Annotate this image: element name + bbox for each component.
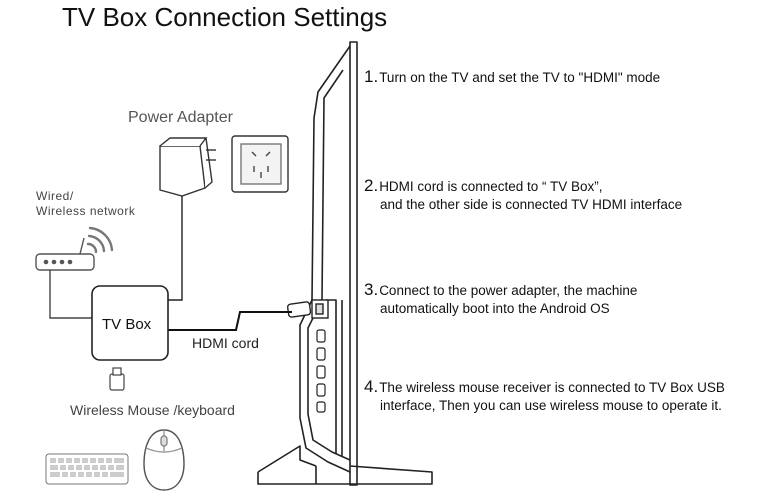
router-device [35,237,95,271]
wired-network-label: Wired/ Wireless network [36,189,135,219]
power-adapter-label: Power Adapter [128,109,233,126]
step-1-number: 1. [364,67,379,86]
step-3-number: 3. [364,280,379,299]
step-3-line1: Connect to the power adapter, the machin… [379,283,638,298]
step-4-line2: interface, Then you can use wireless mou… [380,398,722,413]
step-2: 2.HDMI cord is connected to “ TV Box”, a… [364,177,682,214]
hdmi-cord-label: HDMI cord [192,335,259,351]
step-1: 1.Turn on the TV and set the TV to "HDMI… [364,68,660,87]
network-cable-line [49,270,92,319]
wired-label-line2: Wireless network [36,204,136,218]
tv-side-buttons [316,329,326,413]
step-3: 3.Connect to the power adapter, the mach… [364,281,637,318]
mouse-device [143,429,185,491]
tv-side-view [257,41,433,486]
step-4-number: 4. [364,377,379,396]
wifi-icon [86,226,114,254]
tv-box-device [91,285,169,361]
hdmi-plug [286,299,329,319]
power-cord-line [168,196,183,301]
power-adapter-device [159,137,216,197]
step-4: 4.The wireless mouse receiver is connect… [364,378,725,415]
usb-receiver-device [109,367,125,391]
step-1-line1: Turn on the TV and set the TV to "HDMI" … [379,70,661,85]
keyboard-device [45,453,129,485]
step-2-line2: and the other side is connected TV HDMI … [380,197,683,212]
wireless-mouse-label: Wireless Mouse /keyboard [70,402,235,418]
step-2-line1: HDMI cord is connected to “ TV Box”, [379,179,603,194]
wired-label-line1: Wired/ [36,189,74,203]
step-4-line1: The wireless mouse receiver is connected… [379,380,725,395]
tv-box-label: TV Box [102,316,152,333]
step-3-line2: automatically boot into the Android OS [380,301,610,316]
wall-socket [231,135,289,193]
hdmi-cord-line [168,311,292,331]
page-title: TV Box Connection Settings [62,2,388,32]
step-2-number: 2. [364,176,379,195]
